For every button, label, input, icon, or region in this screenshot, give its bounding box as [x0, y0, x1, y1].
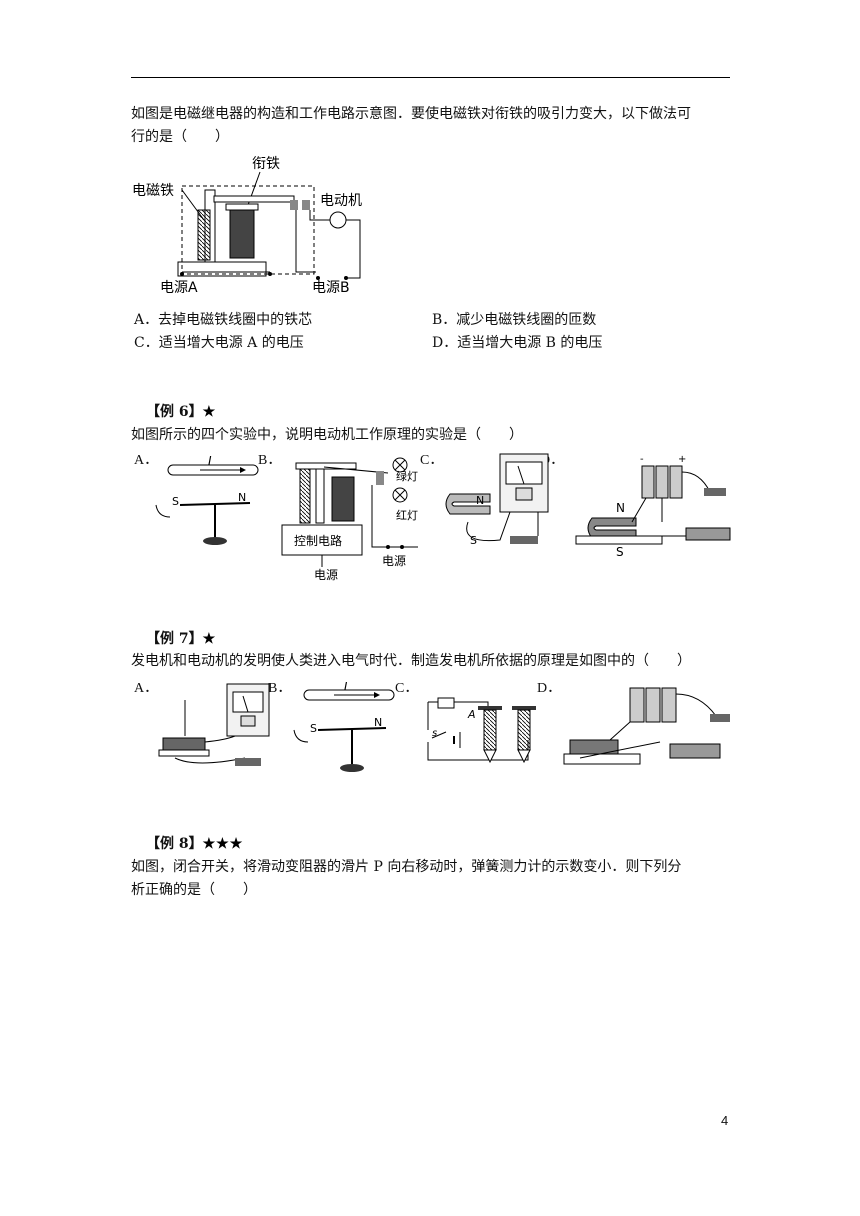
ex6-b-red-lamp: 红灯 — [396, 509, 418, 522]
ex8-stem: 如图，闭合开关，将滑动变阻器的滑片 P 向右移动时，弹簧测力计的示数变小．则下列… — [131, 856, 731, 902]
ex6-heading-label: 【例 6】 — [146, 404, 203, 420]
ex7-b-n-label: N — [374, 716, 382, 729]
ex7-letter-d: D． — [537, 681, 562, 696]
ex8-stem-line2: 析正确的是（ ） — [131, 882, 257, 898]
ex7-fig-d-motor — [563, 687, 730, 765]
ex7-stem: 发电机和电动机的发明使人类进入电气时代．制造发电机所依据的原理是如图中的（ ） — [131, 653, 691, 669]
ex7-letter-b: B． — [268, 681, 292, 696]
ex6-fig-d-motor: - + N S — [575, 454, 731, 559]
ex6-a-n-label: N — [238, 491, 246, 504]
ex7-heading-label: 【例 7】 — [146, 631, 203, 647]
ex6-c-s-label: S — [470, 534, 477, 547]
ex7-heading: 【例 7】★ — [146, 628, 216, 650]
ex6-b-source2: 电源 — [382, 554, 406, 568]
q5-stem: 如图是电磁继电器的构造和工作电路示意图．要使电磁铁对衔铁的吸引力变大，以下做法可… — [131, 103, 731, 149]
ex6-b-source1: 电源 — [314, 568, 338, 582]
q5-option-d: D．适当增大电源 B 的电压 — [432, 335, 603, 351]
ex6-a-s-label: S — [172, 495, 179, 508]
ex8-stem-line1: 如图，闭合开关，将滑动变阻器的滑片 P 向右移动时，弹簧测力计的示数变小．则下列… — [131, 859, 682, 875]
svg-text:+: + — [678, 454, 686, 465]
electromagnet-label: 电磁铁 — [132, 183, 174, 199]
source-a-label: 电源A — [160, 280, 198, 296]
ex7-fig-b-oersted: I S N — [293, 682, 395, 772]
ex6-fig-c-induction: N S — [445, 453, 549, 547]
ex6-stars: ★ — [202, 404, 217, 420]
ex6-fig-b-relay: 绿灯 红灯 控制电路 电源 电源 — [281, 457, 418, 582]
ex6-letter-b: B． — [258, 453, 282, 468]
ex7-stars: ★ — [202, 631, 217, 647]
ex7-b-current-label: I — [344, 682, 348, 693]
svg-text:-: - — [640, 454, 644, 465]
ex7-b-s-label: S — [310, 722, 317, 735]
q5-option-a: A．去掉电磁铁线圈中的铁芯 — [134, 312, 313, 328]
ex8-heading-label: 【例 8】 — [146, 836, 203, 852]
ex7-fig-c-electromagnets: s A — [427, 697, 536, 764]
ex6-fig-a-oersted: I S N — [155, 455, 259, 545]
ex7-c-switch-label: s — [432, 728, 437, 739]
ex6-d-s-label: S — [616, 545, 624, 559]
q5-option-c: C．适当增大电源 A 的电压 — [134, 335, 304, 351]
page-number: 4 — [721, 1113, 729, 1128]
ex7-letter-a: A． — [134, 681, 159, 696]
header-rule — [131, 77, 730, 78]
ex6-heading: 【例 6】★ — [146, 401, 216, 423]
q5-stem-line2: 行的是（ ） — [131, 129, 229, 145]
ex6-letter-a: A． — [134, 453, 159, 468]
ex6-c-n-label: N — [476, 494, 484, 507]
ex6-d-n-label: N — [616, 501, 625, 515]
motor-label: 电动机 — [320, 193, 362, 209]
ex6-b-control: 控制电路 — [294, 533, 342, 548]
q5-stem-line1: 如图是电磁继电器的构造和工作电路示意图．要使电磁铁对衔铁的吸引力变大，以下做法可 — [131, 106, 691, 122]
q5-option-b: B．减少电磁铁线圈的匝数 — [432, 312, 597, 328]
ex6-a-current-label: I — [208, 455, 212, 468]
ex7-fig-a-generator — [158, 683, 270, 766]
ex7-c-a-label: A — [467, 708, 476, 721]
source-b-label: 电源B — [312, 280, 350, 296]
relay-diagram: 衔铁 电磁铁 电动机 电源A 电源B — [132, 156, 362, 296]
ex6-stem: 如图所示的四个实验中，说明电动机工作原理的实验是（ ） — [131, 427, 523, 443]
armature-label: 衔铁 — [252, 156, 280, 172]
ex8-stars: ★★★ — [202, 836, 244, 852]
ex7-letter-c: C． — [395, 681, 419, 696]
ex6-letter-c: C． — [420, 453, 444, 468]
ex6-b-green-lamp: 绿灯 — [396, 469, 418, 483]
ex8-heading: 【例 8】★★★ — [146, 833, 243, 855]
